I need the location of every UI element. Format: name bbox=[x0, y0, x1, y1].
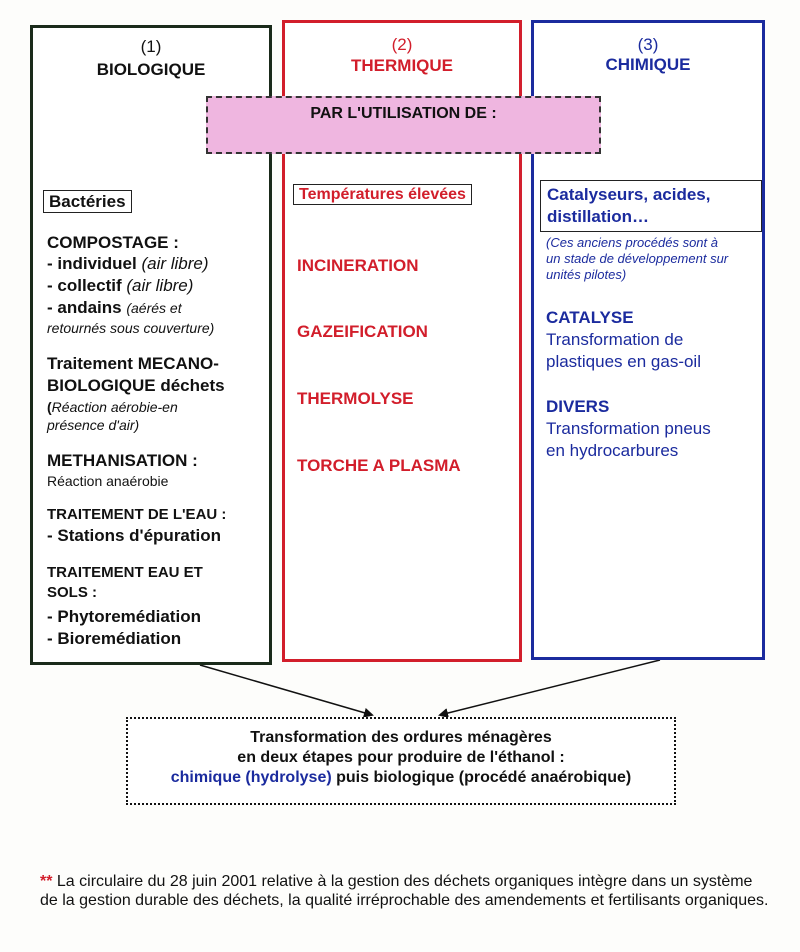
catalyse-heading: CATALYSE bbox=[546, 308, 634, 327]
column-number: (1) bbox=[140, 37, 162, 56]
column-title: BIOLOGIQUE bbox=[96, 60, 206, 79]
chimique-note: un stade de développement sur bbox=[546, 251, 729, 266]
eau-item: - Stations d'épuration bbox=[47, 526, 222, 545]
mecano-line2: BIOLOGIQUE déchets bbox=[47, 376, 225, 395]
method-label: Températures élevées bbox=[293, 184, 472, 205]
column-chimique: (3) CHIMIQUE Catalyseurs, acides, distil… bbox=[531, 20, 765, 660]
process-item: INCINERATION bbox=[297, 256, 419, 275]
compostage-heading: COMPOSTAGE : bbox=[47, 233, 179, 252]
chimique-note: (Ces anciens procédés sont à bbox=[546, 235, 718, 250]
process-item: THERMOLYSE bbox=[297, 389, 414, 408]
catalyse-line: plastiques en gas-oil bbox=[546, 352, 701, 371]
divers-line: Transformation pneus bbox=[546, 419, 711, 438]
footnote: ** La circulaire du 28 juin 2001 relativ… bbox=[40, 872, 770, 910]
process-item: GAZEIFICATION bbox=[297, 322, 428, 341]
transformation-box: Transformation des ordures ménagères en … bbox=[126, 717, 676, 805]
column-title: THERMIQUE bbox=[351, 56, 453, 75]
compostage-note: retournés sous couverture) bbox=[47, 320, 215, 336]
method-label-box: Catalyseurs, acides, distillation… bbox=[540, 180, 762, 232]
method-label: Bactéries bbox=[43, 190, 132, 213]
transformation-line: chimique (hydrolyse) puis biologique (pr… bbox=[170, 769, 632, 786]
sols-item: - Phytoremédiation bbox=[47, 607, 201, 626]
arrow-chimique-to-transformation bbox=[438, 659, 661, 718]
sols-heading: SOLS : bbox=[47, 584, 98, 601]
mecano-note: (Réaction aérobie-en bbox=[47, 399, 178, 415]
divers-line: en hydrocarbures bbox=[546, 441, 679, 460]
compostage-item: - individuel (air libre) bbox=[47, 254, 209, 273]
mecano-line1: Traitement MECANO- bbox=[47, 354, 219, 373]
par-utilisation-label: PAR L'UTILISATION DE : bbox=[310, 105, 497, 122]
column-number: (3) bbox=[637, 35, 659, 54]
footnote-text: La circulaire du 28 juin 2001 relative à… bbox=[40, 873, 769, 910]
methanisation-note: Réaction anaérobie bbox=[47, 473, 169, 489]
process-item: TORCHE A PLASMA bbox=[297, 456, 461, 475]
compostage-item: - collectif (air libre) bbox=[47, 276, 194, 295]
catalyse-line: Transformation de bbox=[546, 330, 684, 349]
sols-heading: TRAITEMENT EAU ET bbox=[47, 564, 203, 581]
sols-item: - Bioremédiation bbox=[47, 629, 182, 648]
transformation-line: en deux étapes pour produire de l'éthano… bbox=[237, 749, 565, 766]
chimique-note: unités pilotes) bbox=[546, 267, 627, 282]
eau-heading: TRAITEMENT DE L'EAU : bbox=[47, 506, 227, 523]
divers-heading: DIVERS bbox=[546, 397, 610, 416]
methanisation-heading: METHANISATION : bbox=[47, 451, 198, 470]
column-number: (2) bbox=[391, 35, 413, 54]
column-biologique: (1) BIOLOGIQUE Bactéries COMPOSTAGE : - … bbox=[30, 25, 272, 665]
transformation-line: Transformation des ordures ménagères bbox=[250, 729, 552, 746]
method-label: Catalyseurs, acides, bbox=[547, 185, 711, 204]
compostage-item: - andains (aérés et bbox=[47, 298, 182, 317]
footnote-marker: ** bbox=[40, 873, 53, 890]
arrow-biologique-to-transformation bbox=[199, 664, 374, 718]
mecano-note: présence d'air) bbox=[47, 417, 140, 433]
column-title: CHIMIQUE bbox=[605, 55, 691, 74]
method-label: distillation… bbox=[547, 207, 649, 226]
par-utilisation-box: PAR L'UTILISATION DE : bbox=[206, 96, 601, 154]
